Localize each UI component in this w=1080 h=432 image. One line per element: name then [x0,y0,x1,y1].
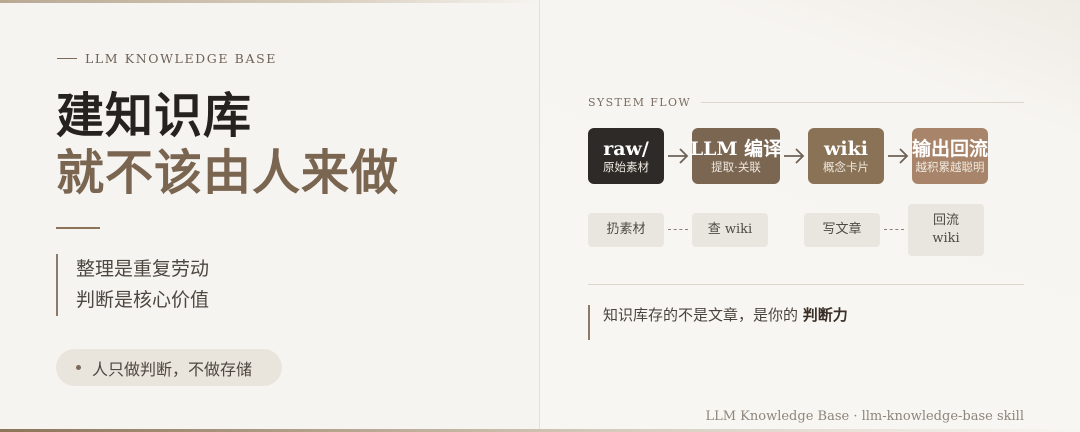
arrow-right-icon [666,145,690,167]
arrow-right-icon [886,145,910,167]
node-subtitle: 原始素材 [603,159,649,174]
dashed-connector [668,229,688,230]
flow-node-wiki: wiki 概念卡片 [808,128,884,184]
dashed-connector [884,229,904,230]
kicker-rule [57,58,77,59]
node-title: raw/ [603,137,649,160]
action-chip-write-article: 写文章 [804,213,880,247]
flow-node-llm-compile: LLM 编译 提取·关联 [689,128,783,184]
chip-label: 回流 [932,213,959,228]
flow-label-rule [701,102,1024,103]
footer-caption: LLM Knowledge Base · llm-knowledge-base … [705,409,1024,424]
action-chip-query-wiki: 查 wiki [692,213,768,247]
node-title: LLM 编译 [689,137,783,160]
flow-node-raw: raw/ 原始素材 [588,128,664,184]
short-divider [56,227,100,229]
node-subtitle: 概念卡片 [823,159,869,174]
pill-text: 人只做判断，不做存储 [92,359,253,379]
bottom-accent-line [0,429,1080,432]
action-chip-feedback-wiki: 回流 wiki [908,204,984,256]
chip-label: 扔素材 [606,222,646,237]
action-chip-drop-material: 扔素材 [588,213,664,247]
kicker: LLM KNOWLEDGE BASE [57,51,277,66]
top-accent-line [0,0,540,3]
quote-line: 判断是核心价值 [76,289,210,311]
flow-node-output-feedback: 输出回流 越积累越聪明 [912,128,988,184]
section-divider [588,284,1024,285]
node-subtitle: 越积累越聪明 [915,159,985,174]
quote-block: 整理是重复劳动 判断是核心价值 [56,254,209,316]
note-block: 知识库存的不是文章，是你的 判断力 [588,305,848,340]
note-emphasis: 判断力 [802,306,848,324]
summary-pill: 人只做判断，不做存储 [56,349,282,386]
headline-line-1: 建知识库 [56,88,253,144]
quote-line: 整理是重复劳动 [76,258,210,280]
bullet-dot-icon [76,365,81,370]
note-text: 知识库存的不是文章，是你的 [603,306,799,324]
chip-label: 查 wiki [707,222,753,237]
flow-header: SYSTEM FLOW [588,96,1024,109]
node-subtitle: 提取·关联 [711,159,761,174]
node-title: 输出回流 [912,137,989,160]
kicker-text: LLM KNOWLEDGE BASE [85,51,277,66]
arrow-right-icon [782,145,806,167]
chip-label: 写文章 [822,222,862,237]
headline-line-2: 就不该由人来做 [56,145,400,201]
node-title: wiki [824,137,868,160]
chip-label: wiki [932,231,960,246]
flow-label: SYSTEM FLOW [588,96,692,109]
